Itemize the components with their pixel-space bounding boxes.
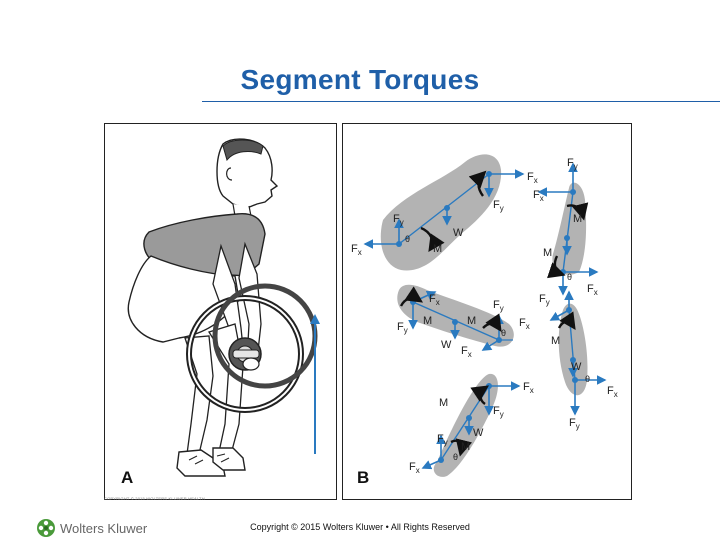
panel-a-lifter-illustration: A bbox=[104, 123, 337, 500]
panel-a-label: A bbox=[121, 468, 134, 487]
lifter-hand bbox=[242, 357, 260, 371]
svg-text:Fy: Fy bbox=[567, 157, 578, 171]
svg-text:M: M bbox=[543, 247, 552, 259]
svg-text:Fy: Fy bbox=[493, 405, 504, 419]
lifter-shoe-near bbox=[176, 449, 226, 477]
svg-text:θ: θ bbox=[501, 328, 506, 338]
barbell-bar bbox=[232, 349, 260, 359]
svg-text:θ: θ bbox=[567, 272, 572, 282]
svg-text:θ: θ bbox=[405, 234, 410, 244]
svg-text:Fx: Fx bbox=[519, 317, 530, 331]
svg-text:Fy: Fy bbox=[539, 293, 550, 307]
slide-title: Segment Torques bbox=[240, 64, 480, 95]
svg-text:M: M bbox=[439, 397, 448, 409]
svg-text:Fy: Fy bbox=[393, 213, 404, 227]
svg-text:M: M bbox=[433, 243, 442, 255]
lifter-hair bbox=[222, 139, 264, 162]
logo-text: Wolters Kluwer bbox=[60, 520, 148, 536]
title-divider bbox=[202, 101, 720, 102]
svg-text:M: M bbox=[461, 441, 470, 453]
svg-text:Fx: Fx bbox=[533, 189, 544, 203]
svg-text:Fy: Fy bbox=[493, 299, 504, 313]
figure-credit: COPYRIGHT © 2015 WOLTERS KLUWER HEALTH bbox=[104, 496, 205, 501]
segment-upper-arm bbox=[552, 182, 587, 275]
svg-text:θ: θ bbox=[585, 374, 590, 384]
svg-text:Fx: Fx bbox=[461, 345, 472, 359]
svg-text:θ: θ bbox=[453, 452, 458, 462]
svg-text:M: M bbox=[423, 315, 432, 327]
svg-text:W: W bbox=[571, 361, 582, 373]
panel-b-free-body-diagrams: Fx Fy θ M W Fx Fy Fy Fx M M θ Fx Fy Fx F… bbox=[342, 123, 632, 500]
panel-b-label: B bbox=[357, 468, 370, 487]
svg-text:M: M bbox=[551, 335, 560, 347]
segment-thigh bbox=[397, 284, 514, 347]
svg-text:W: W bbox=[453, 227, 464, 239]
svg-text:W: W bbox=[473, 427, 484, 439]
publisher-logo: Wolters Kluwer bbox=[36, 518, 147, 538]
lifter-drawing bbox=[127, 138, 320, 477]
lifter-shoe-far bbox=[212, 447, 246, 471]
svg-text:M: M bbox=[573, 213, 582, 225]
svg-text:M: M bbox=[467, 315, 476, 327]
svg-text:Fx: Fx bbox=[351, 243, 362, 257]
svg-text:Fy: Fy bbox=[493, 199, 504, 213]
svg-text:Fx: Fx bbox=[527, 171, 538, 185]
svg-text:Fx: Fx bbox=[409, 461, 420, 475]
lifter-ear bbox=[226, 167, 233, 181]
svg-text:Fx: Fx bbox=[429, 293, 440, 307]
svg-text:Fx: Fx bbox=[607, 385, 618, 399]
wolters-kluwer-icon bbox=[37, 519, 55, 537]
svg-text:Fx: Fx bbox=[523, 381, 534, 395]
free-body-drawing: Fx Fy θ M W Fx Fy Fy Fx M M θ Fx Fy Fx F… bbox=[351, 154, 618, 477]
lifter-shorts bbox=[127, 255, 240, 343]
svg-text:Fx: Fx bbox=[587, 283, 598, 297]
svg-text:W: W bbox=[441, 339, 452, 351]
svg-text:Fy: Fy bbox=[569, 417, 580, 431]
svg-text:Fy: Fy bbox=[397, 321, 408, 335]
svg-text:Fy: Fy bbox=[437, 433, 448, 447]
copyright-notice: Copyright © 2015 Wolters Kluwer • All Ri… bbox=[250, 522, 470, 532]
